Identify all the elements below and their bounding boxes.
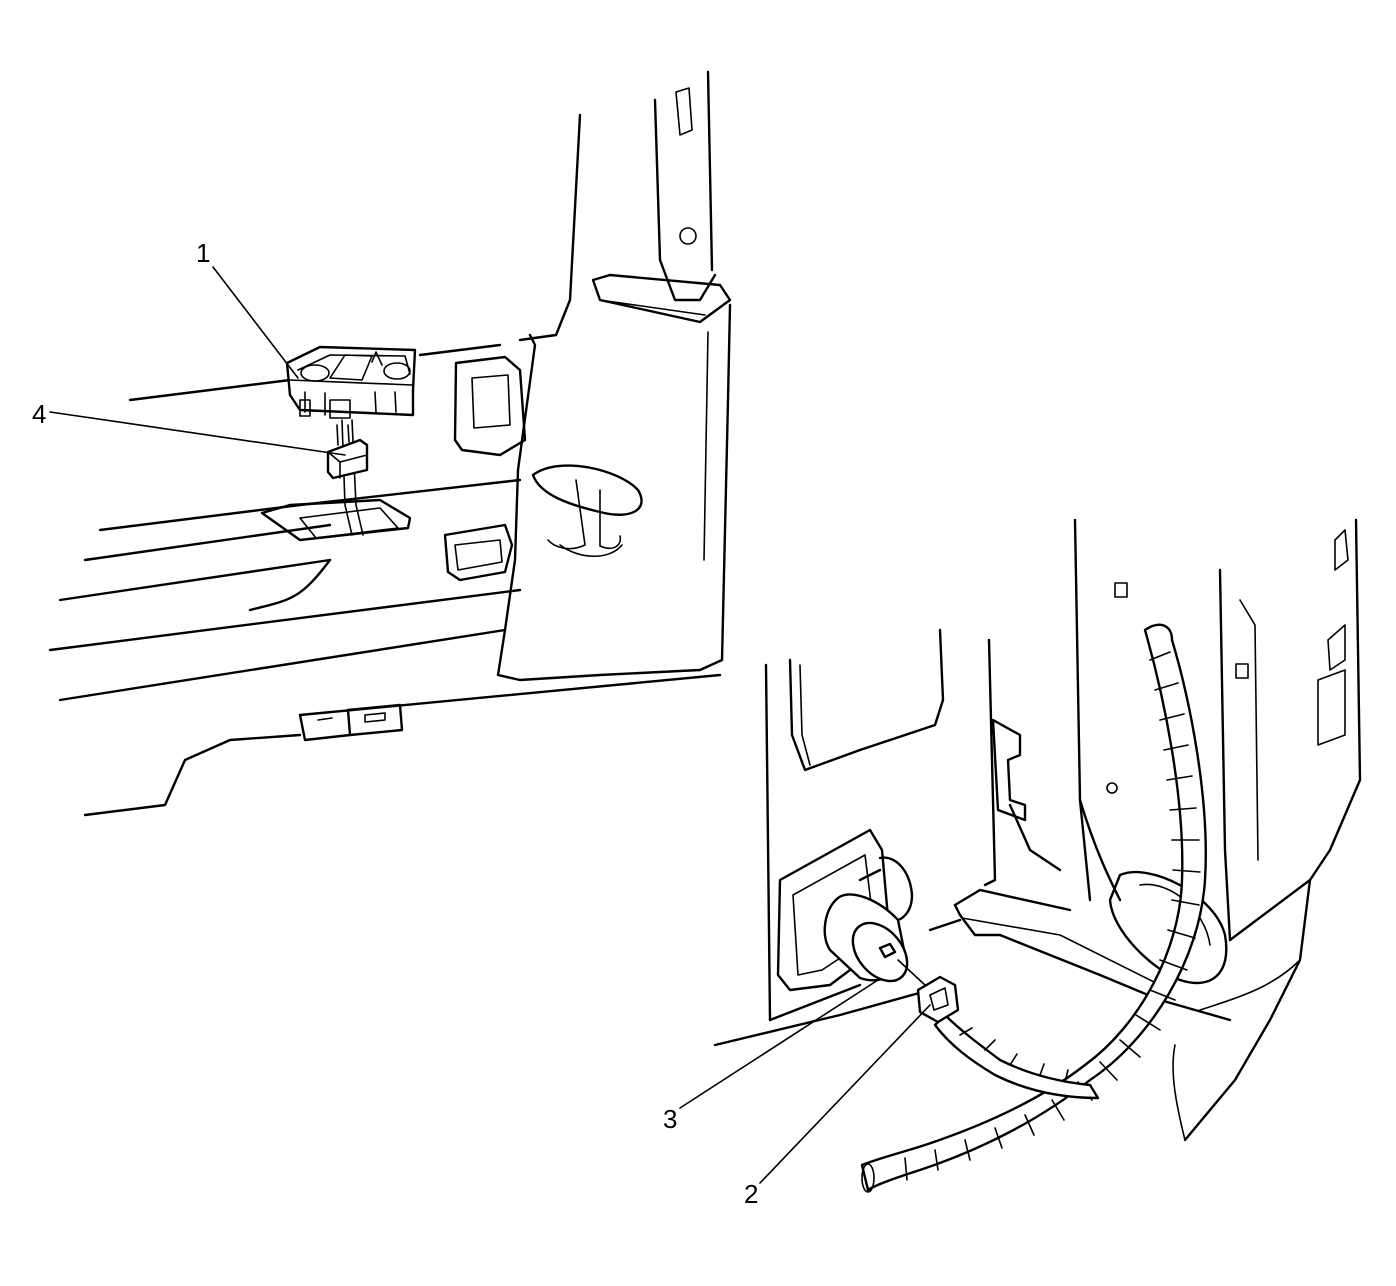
window-switch xyxy=(285,345,417,419)
callout-label-4: 4 xyxy=(32,399,46,429)
callout-label-1: 1 xyxy=(196,238,210,268)
actuator-connector xyxy=(897,959,960,1024)
callout-leaders xyxy=(49,266,931,1184)
callout-label-3: 3 xyxy=(663,1104,677,1134)
leader-line-2 xyxy=(759,1004,931,1184)
callout-labels: 1 4 3 2 xyxy=(32,238,758,1209)
leader-line-4 xyxy=(49,411,346,456)
switch-connector xyxy=(326,424,369,480)
callout-label-2: 2 xyxy=(744,1179,758,1209)
leader-line-3 xyxy=(679,979,879,1109)
lower-view-body-pillar xyxy=(713,518,1362,1193)
lock-actuator xyxy=(823,893,909,983)
leader-line-1 xyxy=(212,266,299,379)
upper-view-door-panel xyxy=(48,70,732,817)
